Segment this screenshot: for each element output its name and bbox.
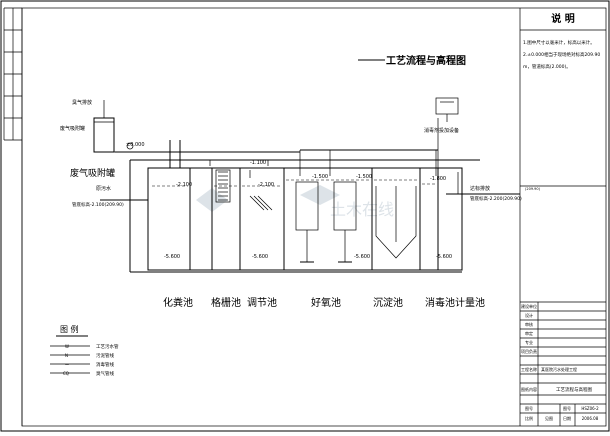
elev-3: -2.100 bbox=[176, 182, 192, 188]
tb-drawing-no: HSZ06-2 bbox=[581, 406, 599, 411]
pool-labels: 化粪池 格栅池 调节池 好氧池 沉淀池 消毒池 计量池 bbox=[163, 296, 485, 309]
tb-row-1: 建设单位 bbox=[521, 303, 537, 309]
page-title: 工艺流程与高程图 bbox=[386, 54, 466, 67]
label-outlet-elev: 管底标高-2.200(209.90) bbox=[470, 195, 522, 202]
pool-label-3: 调节池 bbox=[247, 296, 277, 309]
legend-code-2: N bbox=[65, 353, 68, 358]
label-exhaust-pipe: 臭气排放 bbox=[72, 99, 92, 106]
elev-6: -1.500 bbox=[356, 174, 372, 180]
legend-label-1: 工艺污水管 bbox=[96, 343, 119, 350]
notes-line-2: 2.±0.000相当于现场绝对标高209.90 bbox=[523, 51, 600, 58]
inclined-plates bbox=[249, 195, 273, 211]
label-disinfect-device: 消毒剂投加设备 bbox=[424, 127, 459, 134]
tb-drawing-content: 工艺流程与高程图 bbox=[556, 386, 592, 393]
tb-row-3: 审核 bbox=[525, 321, 533, 327]
label-outlet: 达标排放 bbox=[470, 185, 490, 192]
pool-label-4: 好氧池 bbox=[311, 296, 341, 309]
tb-label-no: 图号 bbox=[563, 405, 571, 411]
tb-row-2: 设计 bbox=[525, 312, 533, 318]
legend-label-2: 污泥管线 bbox=[96, 352, 114, 359]
tb-label-date: 日期 bbox=[563, 415, 571, 421]
label-exhaust-tank-small: 废气吸附罐 bbox=[60, 125, 85, 132]
tb-row-6: 项目负责 bbox=[521, 348, 537, 354]
tb-project-name: 某医院污水处理工程 bbox=[541, 366, 577, 372]
notes-line-3: m，管道标高(2.000)。 bbox=[523, 63, 571, 70]
tb-row-4: 审定 bbox=[525, 330, 533, 336]
legend: 图 例 W N — CQ 工艺污水管 污泥管线 消毒管线 臭气管线 bbox=[50, 324, 119, 377]
watermark-text: 土木在线 bbox=[330, 200, 394, 219]
aeration-units bbox=[295, 181, 357, 263]
pipes bbox=[100, 118, 520, 201]
legend-code-3: — bbox=[65, 362, 69, 367]
elev-5: -1.500 bbox=[312, 174, 328, 180]
title-block-frame bbox=[519, 8, 606, 426]
tb-date: 2006.08 bbox=[582, 416, 599, 421]
legend-label-3: 消毒管线 bbox=[96, 361, 114, 368]
disinfect-device bbox=[435, 97, 459, 122]
legend-code-1: W bbox=[65, 344, 69, 349]
elev-4: -2.100 bbox=[258, 182, 274, 188]
title-block-rows: 建设单位 设计 审核 审定 专业 项目负责 工程名称 图纸内容 图号 比例 某医… bbox=[521, 303, 599, 421]
tb-row-scale-label: 比例 bbox=[525, 415, 533, 421]
tb-row-content-label: 图纸内容 bbox=[521, 386, 537, 392]
tank-walls bbox=[147, 167, 463, 271]
tb-row-5: 专业 bbox=[525, 339, 533, 345]
elev-2: -1.100 bbox=[250, 160, 266, 166]
label-raw-sewage: 原污水 bbox=[96, 185, 111, 192]
elev-7: -1.800 bbox=[430, 176, 446, 182]
bar-screen bbox=[215, 169, 231, 203]
exhaust-tank bbox=[93, 100, 134, 153]
elev-11: -5.600 bbox=[436, 254, 452, 260]
legend-heading: 图 例 bbox=[60, 324, 79, 334]
elev-8: -5.600 bbox=[164, 254, 180, 260]
tb-row-no-label: 图号 bbox=[525, 405, 533, 411]
elev-10: -5.600 bbox=[354, 254, 370, 260]
pool-label-2: 格栅池 bbox=[211, 296, 241, 309]
pool-label-1: 化粪池 bbox=[163, 296, 193, 309]
watermark: 土木在线 bbox=[196, 185, 394, 219]
tb-scale: 见图 bbox=[545, 415, 553, 421]
pool-label-7: 计量池 bbox=[455, 296, 485, 309]
elev-1: ±0.000 bbox=[126, 142, 145, 148]
pool-label-5: 沉淀池 bbox=[373, 296, 403, 309]
elev-9: -5.600 bbox=[252, 254, 268, 260]
label-inlet-elev: 管底标高-2.100(209.90) bbox=[72, 201, 124, 208]
tb-row-project-label: 工程名称 bbox=[521, 366, 537, 372]
legend-code-4: CQ bbox=[63, 371, 69, 376]
notes-line-1: 1.图中尺寸以毫米计，标高以米计。 bbox=[523, 39, 595, 46]
label-outlet-note: (209.90) bbox=[525, 187, 541, 191]
pool-label-6: 消毒池 bbox=[425, 296, 455, 309]
label-exhaust-tank: 废气吸附罐 bbox=[70, 167, 115, 179]
elevation-markers: ±0.000 -1.100 -2.100 -2.100 -1.500 -1.50… bbox=[126, 142, 452, 260]
notes-heading: 说 明 bbox=[551, 12, 574, 25]
legend-label-4: 臭气管线 bbox=[96, 370, 114, 377]
left-margin-strip bbox=[3, 7, 23, 426]
settling-hopper bbox=[375, 186, 417, 259]
